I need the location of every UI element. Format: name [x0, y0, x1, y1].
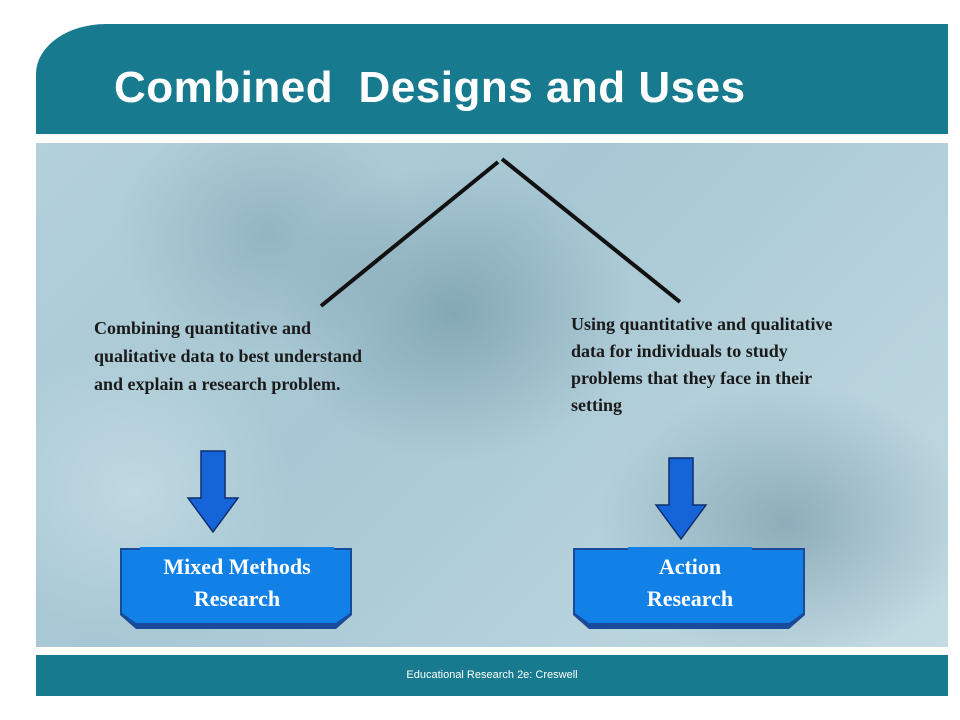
mixed-methods-label: Mixed Methods Research	[140, 547, 334, 619]
slide-title: Combined Designs and Uses	[114, 63, 746, 112]
action-research-banner: Action Research	[571, 547, 807, 631]
right-branch-line	[500, 157, 682, 304]
title-bar	[36, 24, 948, 134]
left-down-arrow-icon	[186, 450, 240, 534]
right-down-arrow-icon	[654, 457, 708, 541]
mixed-methods-label-line2: Research	[193, 586, 281, 611]
mixed-methods-banner: Mixed Methods Research	[118, 547, 354, 631]
mixed-methods-description: Combining quantitative and qualitative d…	[94, 318, 363, 394]
action-research-description: Using quantitative and qualitative data …	[571, 314, 833, 415]
action-research-label-line2: Research	[646, 586, 734, 611]
footer-credit: Educational Research 2e: Creswell	[406, 669, 578, 681]
mixed-methods-label-line1: Mixed Methods	[163, 554, 311, 579]
footer-bar: Educational Research 2e: Creswell	[36, 655, 948, 696]
photo-shade	[116, 143, 416, 363]
action-research-label-line1: Action	[658, 554, 722, 579]
action-research-label: Action Research	[628, 547, 752, 619]
left-branch-line	[319, 160, 500, 308]
photo-shade	[276, 163, 636, 463]
